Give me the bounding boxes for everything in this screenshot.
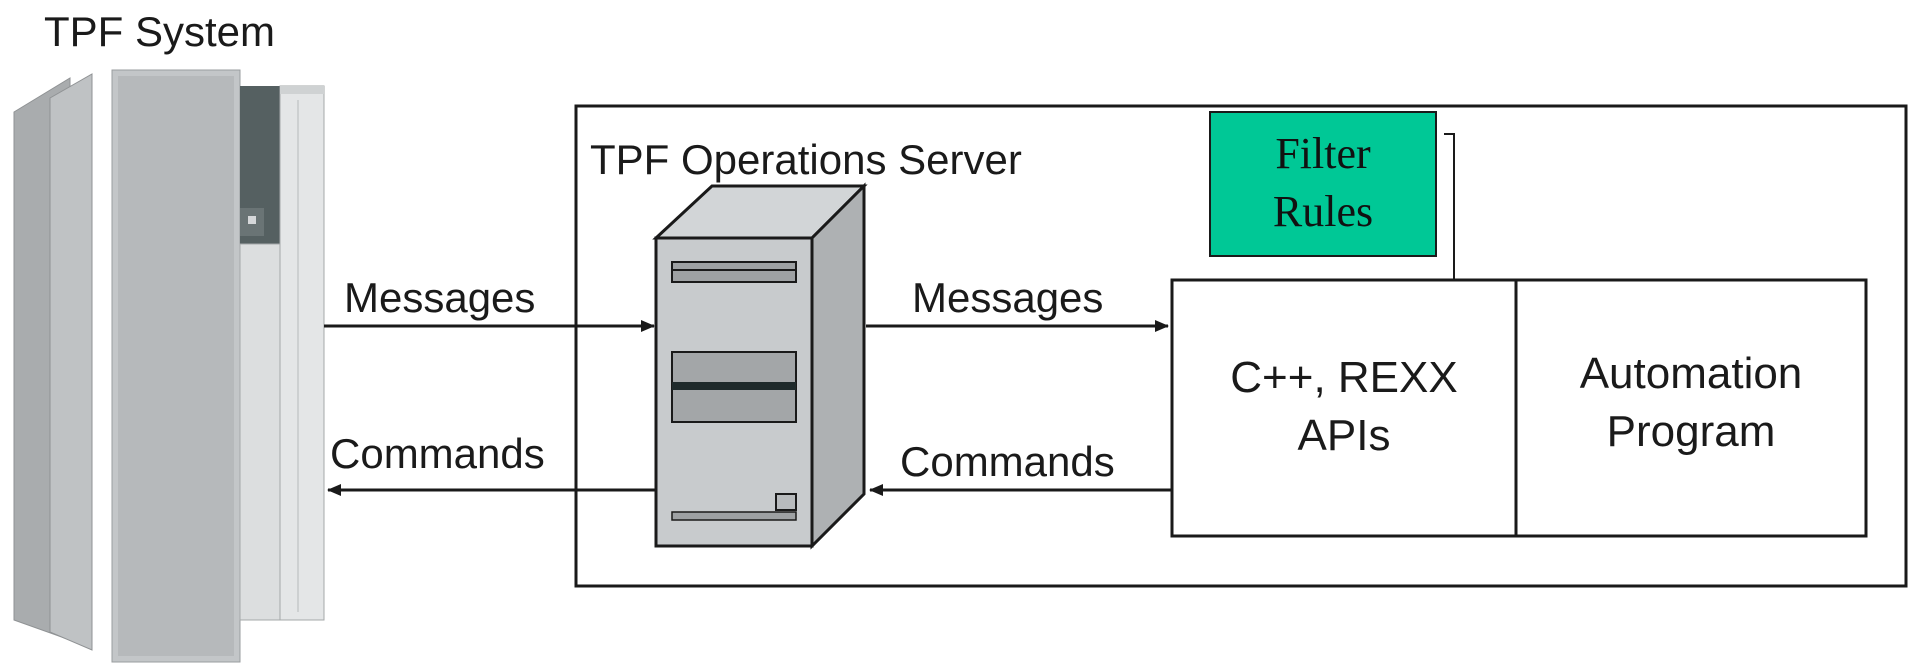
messages-label-right: Messages [912, 274, 1103, 321]
automation-line2: Program [1607, 407, 1776, 456]
tpf-system-title: TPF System [44, 8, 275, 55]
tpf-system-mainframe-icon [13, 69, 325, 663]
automation-program-box [1514, 278, 1868, 538]
automation-line1: Automation [1580, 349, 1803, 398]
commands-label-left: Commands [330, 430, 545, 477]
operations-server-title: TPF Operations Server [590, 136, 1022, 183]
messages-label-left: Messages [344, 274, 535, 321]
filter-rules-line1: Filter [1275, 129, 1371, 178]
api-box [1170, 278, 1518, 538]
filter-rules-box [1209, 111, 1437, 257]
filter-rules-line2: Rules [1273, 187, 1373, 236]
api-line2: APIs [1298, 411, 1391, 460]
operations-server-boundary [574, 104, 1908, 588]
commands-label-right: Commands [900, 438, 1115, 485]
operations-server-icon [652, 182, 868, 550]
api-line1: C++, REXX [1230, 353, 1457, 402]
